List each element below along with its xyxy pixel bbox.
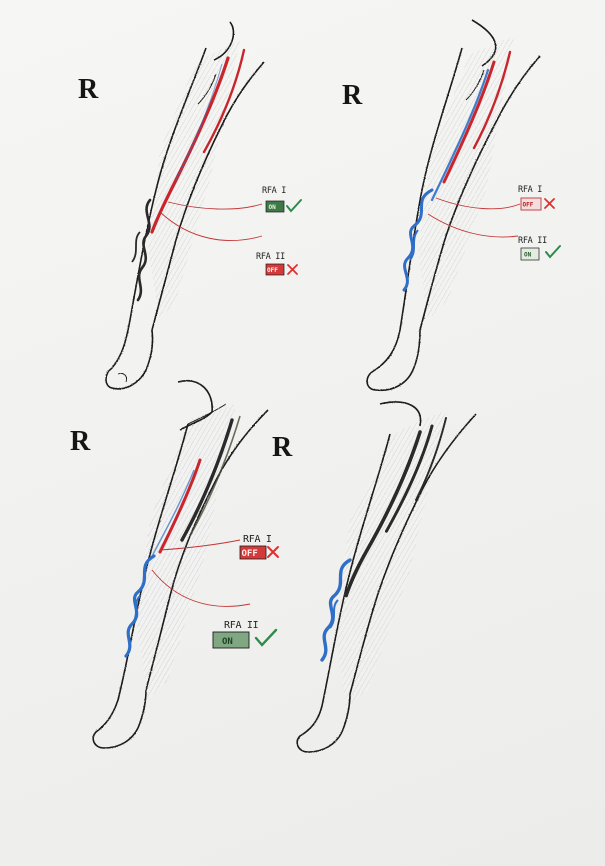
- rfa2-status-text: ON: [524, 252, 532, 259]
- check-icon: [287, 200, 301, 211]
- rfa2-label: RFA II: [224, 620, 259, 631]
- leg-outline: [93, 381, 268, 748]
- check-icon: [256, 630, 276, 645]
- leg-outline: [367, 20, 540, 390]
- cross-icon: [268, 547, 278, 557]
- panel-2: R RFA I OFF RFA II ON: [342, 20, 560, 390]
- leg-outline: [297, 402, 476, 752]
- rfa1-status-text: ON: [269, 204, 277, 211]
- check-icon: [546, 246, 560, 257]
- panel-1: R RFA I ON RFA II OFF: [78, 22, 301, 389]
- cross-icon: [545, 199, 554, 208]
- rfa2-status-text: ON: [222, 637, 233, 647]
- rfa2-label: RFA II: [256, 252, 285, 262]
- side-label-r: R: [78, 74, 99, 105]
- rfa1-label: RFA I: [518, 185, 542, 195]
- rfa1-status-text: OFF: [523, 202, 534, 209]
- side-label-r: R: [342, 80, 363, 111]
- panel-4: R: [272, 402, 476, 752]
- side-label-r: R: [70, 426, 91, 457]
- rfa2-label: RFA II: [518, 236, 547, 246]
- side-label-r: R: [272, 432, 293, 463]
- rfa2-status-text: OFF: [267, 267, 278, 274]
- cross-icon: [288, 265, 297, 274]
- rfa1-label: RFA I: [262, 186, 286, 196]
- panel-3: R RFA I OFF RFA II ON: [70, 381, 278, 748]
- rfa1-label: RFA I: [243, 534, 272, 545]
- rfa1-status-text: OFF: [242, 549, 258, 559]
